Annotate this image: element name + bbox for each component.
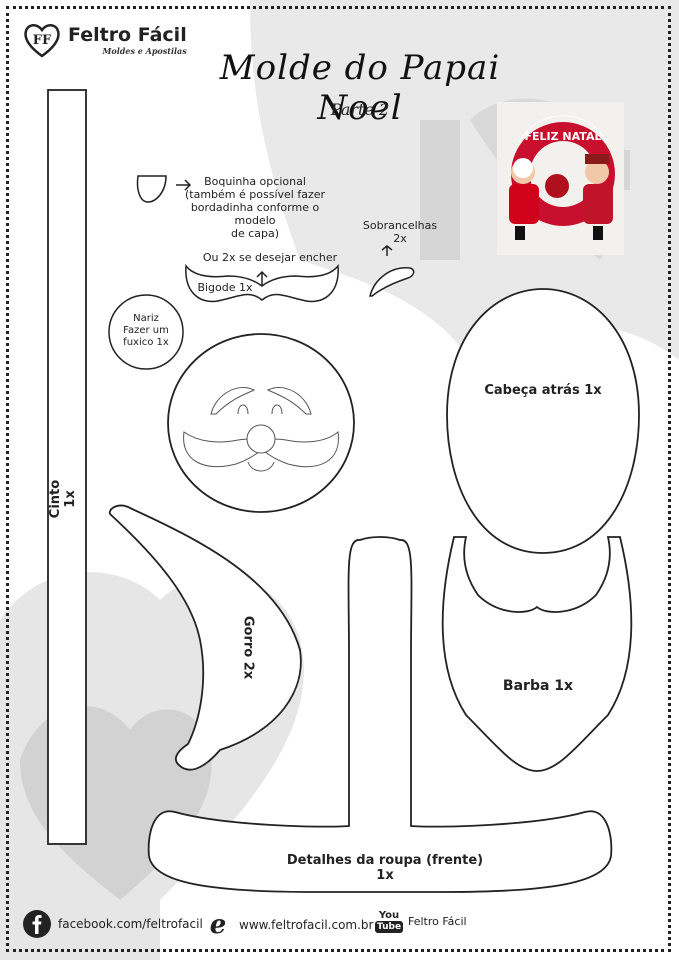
facebook-url: facebook.com/feltrofacil [58, 917, 203, 931]
page-subtitle: Parte 2 [330, 100, 390, 119]
heart-logo-icon: FF [24, 24, 60, 58]
facebook-link[interactable]: facebook.com/feltrofacil [22, 909, 203, 939]
cabeca-atras-piece [446, 288, 640, 554]
nariz-piece [108, 294, 184, 370]
boquinha-label: Boquinha opcional (também é possível faz… [184, 175, 326, 240]
barba-piece [441, 536, 633, 772]
youtube-icon: You Tube [374, 910, 404, 933]
web-e-icon: e [210, 912, 227, 938]
website-url: www.feltrofacil.com.br [239, 918, 374, 932]
sobrancelhas-label: Sobrancelhas 2x [362, 219, 438, 245]
website-link[interactable]: e www.feltrofacil.com.br [203, 912, 374, 938]
svg-text:e: e [210, 912, 227, 938]
cinto-piece [47, 89, 87, 845]
brand-tagline: Moldes e Apostilas [102, 45, 187, 56]
barba-label: Barba 1x [502, 678, 574, 694]
photo-banner-text: FELIZ NATAL [525, 130, 602, 143]
bigode-label: Bigode 1x [197, 281, 253, 294]
bigode-piece [185, 264, 339, 303]
santa-wreath-photo: FELIZ NATAL [497, 102, 624, 255]
boquinha-piece [136, 175, 192, 203]
youtube-channel: Feltro Fácil [408, 915, 467, 928]
cinto-label: Cinto 1x [48, 479, 78, 519]
page-title: Molde do Papai Noel [219, 48, 501, 128]
gorro-piece [108, 504, 302, 771]
detalhes-roupa-label: Detalhes da roupa (frente) 1x [286, 853, 484, 883]
cabeca-atras-label: Cabeça atrás 1x [484, 383, 602, 398]
santa-face-piece [167, 333, 355, 513]
logo-letters: FF [33, 33, 52, 48]
detalhes-roupa-piece [147, 536, 613, 893]
sobrancelha-piece [369, 245, 415, 297]
brand-header: FF Feltro Fácil Moldes e Apostilas [22, 20, 187, 60]
nariz-label: Nariz Fazer um fuxico 1x [123, 313, 169, 348]
youtube-link[interactable]: You Tube Feltro Fácil [374, 910, 467, 933]
brand-name: Feltro Fácil [68, 23, 187, 46]
facebook-icon [23, 910, 51, 938]
bigode-note: Ou 2x se desejar encher [202, 251, 338, 264]
